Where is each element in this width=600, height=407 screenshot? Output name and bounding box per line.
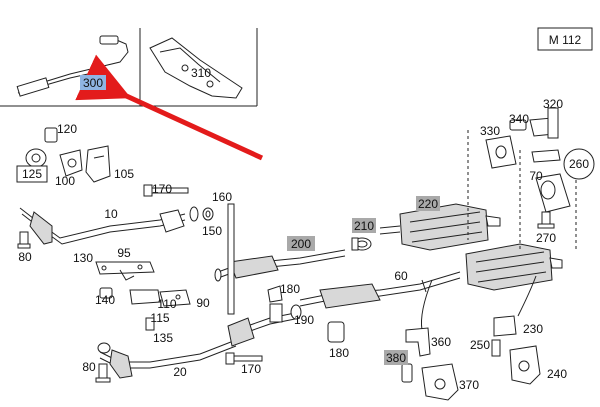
callout-260[interactable]: 260 bbox=[569, 157, 589, 171]
clamp-parts-drawing[interactable] bbox=[25, 127, 111, 183]
callout-360[interactable]: 360 bbox=[431, 335, 451, 349]
callout-250[interactable]: 250 bbox=[470, 338, 490, 352]
callout-200[interactable]: 200 bbox=[291, 237, 311, 251]
callout-260-circle bbox=[563, 148, 595, 180]
callout-125[interactable]: 125 bbox=[22, 167, 42, 181]
callout-170[interactable]: 170 bbox=[152, 182, 172, 196]
callout-150[interactable]: 150 bbox=[202, 224, 222, 238]
intermediate-pipe-drawing[interactable] bbox=[214, 203, 346, 365]
callout-190[interactable]: 190 bbox=[294, 313, 314, 327]
callout-95[interactable]: 95 bbox=[117, 246, 131, 260]
callout-220[interactable]: 220 bbox=[418, 197, 438, 211]
callout-140[interactable]: 140 bbox=[95, 293, 115, 307]
callout-135[interactable]: 135 bbox=[153, 331, 173, 345]
callout-10[interactable]: 10 bbox=[104, 207, 118, 221]
callout-70[interactable]: 70 bbox=[529, 169, 543, 183]
callout-110[interactable]: 110 bbox=[157, 297, 176, 311]
red-arrow bbox=[75, 54, 264, 161]
rear-muffler-220-drawing[interactable] bbox=[379, 203, 501, 251]
callout-200-highlight bbox=[287, 236, 315, 251]
callout-115[interactable]: 115 bbox=[150, 311, 169, 325]
callout-270[interactable]: 270 bbox=[536, 231, 556, 245]
callout-180[interactable]: 180 bbox=[329, 346, 349, 360]
callout-310[interactable]: 310 bbox=[191, 66, 211, 80]
callout-230[interactable]: 230 bbox=[523, 322, 543, 336]
model-label: M 112 bbox=[549, 33, 582, 47]
callout-120[interactable]: 120 bbox=[57, 122, 77, 136]
front-pipe-10-drawing[interactable] bbox=[17, 206, 214, 249]
front-pipe-20-drawing[interactable] bbox=[95, 339, 237, 383]
callout-60[interactable]: 60 bbox=[394, 269, 408, 283]
callout-380-highlight bbox=[384, 350, 408, 365]
callout-20[interactable]: 20 bbox=[173, 365, 187, 379]
callout-170[interactable]: 170 bbox=[241, 362, 261, 376]
callout-370[interactable]: 370 bbox=[459, 378, 479, 392]
rubber-hanger-parts-drawing[interactable] bbox=[401, 275, 541, 401]
callout-100[interactable]: 100 bbox=[55, 174, 75, 188]
callout-160[interactable]: 160 bbox=[212, 190, 232, 204]
callout-300-highlight bbox=[80, 75, 106, 90]
heat-shield-drawing[interactable] bbox=[149, 37, 243, 99]
callout-220-highlight bbox=[416, 196, 440, 211]
callout-180[interactable]: 180 bbox=[280, 282, 300, 296]
callout-90[interactable]: 90 bbox=[196, 296, 210, 310]
callout-340[interactable]: 340 bbox=[509, 112, 529, 126]
callout-125-box bbox=[16, 165, 48, 183]
bolt-170-drawing[interactable] bbox=[143, 184, 189, 197]
bracket-parts-drawing[interactable] bbox=[95, 261, 191, 331]
oxygen-sensor-drawing[interactable] bbox=[16, 35, 129, 97]
callout-80[interactable]: 80 bbox=[82, 360, 96, 374]
callout-300[interactable]: 300 bbox=[83, 76, 103, 90]
tailpipe-parts-drawing[interactable] bbox=[467, 107, 577, 250]
callout-210-highlight bbox=[352, 218, 376, 233]
callout-130[interactable]: 130 bbox=[73, 251, 93, 265]
center-muffler-60-drawing[interactable] bbox=[299, 237, 461, 309]
callout-330[interactable]: 330 bbox=[480, 124, 500, 138]
callout-80[interactable]: 80 bbox=[18, 250, 32, 264]
callout-240[interactable]: 240 bbox=[547, 367, 567, 381]
callout-labels: 300 310 120 125 100 105 170 160 10 150 80 130 95 140 1… bbox=[18, 66, 589, 392]
callout-380[interactable]: 380 bbox=[386, 351, 406, 365]
callout-105[interactable]: 105 bbox=[114, 167, 134, 181]
rear-muffler-lower-drawing[interactable] bbox=[465, 243, 563, 291]
inset-frame bbox=[0, 28, 258, 107]
model-box: M 112 bbox=[537, 27, 593, 51]
callout-320[interactable]: 320 bbox=[543, 97, 563, 111]
callout-210[interactable]: 210 bbox=[354, 219, 374, 233]
